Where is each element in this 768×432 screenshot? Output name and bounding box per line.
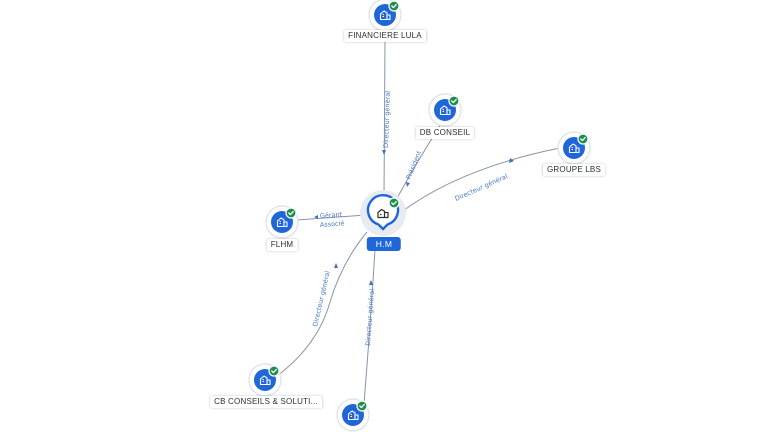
arrow-lbs [509, 158, 514, 163]
edge-cb [276, 231, 368, 377]
edge-label-financiere: Directeur général [382, 91, 392, 148]
edge-label-flhm-2: Associé [320, 219, 345, 229]
node-cb[interactable] [248, 363, 282, 397]
node-bottom[interactable] [336, 398, 370, 432]
arrow-cb [334, 263, 338, 268]
node-db[interactable] [428, 93, 462, 127]
building-icon [377, 208, 389, 219]
arrow-db [406, 182, 410, 187]
node-lbs[interactable] [557, 131, 591, 165]
node-label-financiere[interactable]: FINANCIERE LULA [344, 30, 426, 42]
node-financiere[interactable] [368, 0, 402, 32]
edge-labels: Directeur général Président Directeur gé… [311, 91, 509, 347]
edge-bottom [363, 249, 376, 404]
arrow-flhm [314, 215, 318, 219]
node-label-flhm[interactable]: FLHM [266, 239, 298, 251]
edge-label-db: Président [404, 149, 423, 181]
edge-label-flhm-1: Gérant [320, 210, 343, 220]
edge-label-lbs: Directeur général [454, 172, 510, 203]
arrow-financiere [382, 150, 386, 155]
edge-arrows [314, 150, 514, 285]
edge-label-bottom: Directeur général [364, 289, 376, 347]
node-flhm[interactable] [265, 205, 299, 239]
edge-lbs [399, 147, 561, 214]
center-label[interactable]: H.M [366, 237, 402, 251]
edge-financiere [383, 39, 386, 198]
edge-label-cb: Directeur général [311, 270, 332, 328]
center-node[interactable] [360, 190, 406, 236]
node-label-lbs[interactable]: GROUPE LBS [542, 164, 606, 176]
edge-flhm [296, 214, 367, 221]
arrow-bottom [369, 280, 373, 285]
node-label-cb[interactable]: CB CONSEILS & SOLUTI... [210, 396, 322, 408]
node-label-db[interactable]: DB CONSEIL [415, 127, 475, 139]
